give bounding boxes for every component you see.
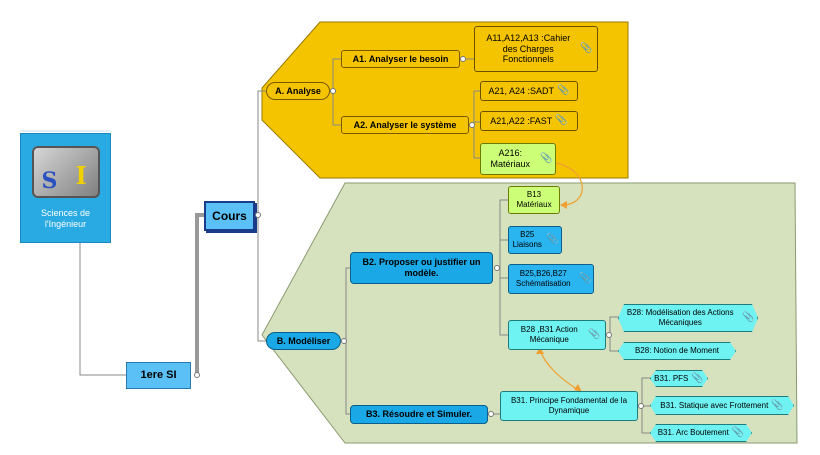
b3-collapse-handle[interactable]	[488, 411, 494, 417]
a2-fast-label: A21,A22 :FAST	[490, 115, 553, 126]
b25-liaisons-label: B25 Liaisons	[512, 230, 542, 249]
b25-schematisation-label: B25,B26,B27 Schématisation	[515, 269, 571, 288]
cours-collapse-handle[interactable]	[255, 212, 261, 218]
paperclip-icon[interactable]: 📎	[557, 85, 570, 96]
a2-sadt-node[interactable]: A21, A24 :SADT 📎	[480, 81, 578, 101]
root-node-1ere-si[interactable]: 1ere SI	[126, 362, 191, 389]
a1-cdcf-node[interactable]: A11,A12,A13 :Cahier des Charges Fonction…	[474, 26, 598, 72]
si-cube-logo-icon: S I	[31, 146, 100, 198]
paperclip-icon[interactable]: 📎	[691, 372, 704, 384]
b28-moment-label: B28: Notion de Moment	[634, 346, 720, 356]
b31-pfs-node[interactable]: B31. PFS 📎	[650, 370, 708, 387]
modeliser-node[interactable]: B. Modéliser	[266, 332, 341, 350]
b28-moment-node[interactable]: B28: Notion de Moment	[618, 342, 736, 360]
arrow-head-b28	[536, 347, 544, 354]
a1-node[interactable]: A1. Analyser le besoin	[341, 50, 460, 68]
a1-collapse-handle[interactable]	[460, 56, 466, 62]
a1-label: A1. Analyser le besoin	[352, 53, 449, 64]
b31-frottement-node[interactable]: B31. Statique avec Frottement 📎	[650, 396, 794, 415]
analyse-node[interactable]: A. Analyse	[266, 82, 330, 100]
si-logo[interactable]: S I Sciences de l'Ingénieur	[20, 133, 111, 243]
paperclip-icon[interactable]: 📎	[580, 43, 593, 54]
root-label: 1ere SI	[140, 368, 177, 381]
arrow-head-pfd	[574, 384, 582, 392]
b13-materiaux-label: B13 Matériaux	[516, 190, 552, 209]
analyse-label: A. Analyse	[275, 85, 321, 96]
b31-pfd-collapse-handle[interactable]	[638, 403, 644, 409]
paperclip-icon[interactable]: 📎	[588, 329, 601, 340]
paperclip-icon[interactable]: 📎	[742, 312, 755, 323]
b25-schematisation-node[interactable]: B25,B26,B27 Schématisation 📎	[508, 264, 594, 294]
a2-sadt-label: A21, A24 :SADT	[488, 85, 555, 96]
b31-pfd-label: B31. Principe Fondamental de la Dynamiqu…	[510, 396, 628, 415]
logo-letter-s: S	[41, 168, 58, 194]
logo-caption: Sciences de l'Ingénieur	[40, 208, 91, 230]
paperclip-icon[interactable]: 📎	[546, 234, 559, 245]
b28-modelisation-label: B28: Modélisation des Actions Mécaniques	[626, 308, 734, 327]
paperclip-icon[interactable]: 📎	[555, 115, 568, 126]
cours-node[interactable]: Cours	[204, 201, 255, 231]
root-collapse-handle[interactable]	[194, 372, 200, 378]
a2-node[interactable]: A2. Analyser le système	[341, 116, 469, 134]
a216-materiaux-node[interactable]: A216: Matériaux 📎	[480, 143, 556, 175]
b31-pfs-label: B31. PFS	[654, 373, 689, 383]
a2-label: A2. Analyser le système	[353, 119, 457, 130]
modeliser-label: B. Modéliser	[276, 335, 331, 346]
paperclip-icon[interactable]: 📎	[771, 399, 784, 411]
b13-materiaux-node[interactable]: B13 Matériaux	[508, 186, 560, 214]
paperclip-icon[interactable]: 📎	[731, 427, 745, 438]
logo-letter-i: I	[75, 161, 87, 190]
modeliser-collapse-handle[interactable]	[341, 338, 347, 344]
b31-arc-boutement-label: B31. Arc Boutement	[657, 428, 729, 438]
b2-label: B2. Proposer ou justifier un modèle.	[362, 257, 481, 278]
analyse-collapse-handle[interactable]	[330, 88, 336, 94]
paperclip-icon[interactable]: 📎	[579, 273, 592, 284]
a2-fast-node[interactable]: A21,A22 :FAST 📎	[480, 111, 578, 131]
b28-action-mecanique-label: B28 ,B31 Action Mécanique	[520, 325, 578, 344]
b3-label: B3. Résoudre et Simuler.	[365, 409, 473, 420]
b31-pfd-node[interactable]: B31. Principe Fondamental de la Dynamiqu…	[500, 391, 638, 421]
b28-action-mecanique-node[interactable]: B28 ,B31 Action Mécanique 📎	[508, 320, 606, 350]
b28-collapse-handle[interactable]	[606, 332, 612, 338]
paperclip-icon[interactable]: 📎	[540, 153, 553, 164]
b2-collapse-handle[interactable]	[494, 265, 500, 271]
b3-node[interactable]: B3. Résoudre et Simuler.	[350, 405, 488, 424]
a216-materiaux-label: A216: Matériaux	[490, 148, 531, 169]
b25-liaisons-node[interactable]: B25 Liaisons 📎	[508, 226, 562, 254]
a1-cdcf-label: A11,A12,A13 :Cahier des Charges Fonction…	[486, 32, 571, 65]
a2-collapse-handle[interactable]	[469, 122, 475, 128]
b28-modelisation-node[interactable]: B28: Modélisation des Actions Mécaniques…	[618, 304, 758, 332]
b2-node[interactable]: B2. Proposer ou justifier un modèle.	[350, 252, 493, 284]
arrow-head-b13	[560, 201, 567, 209]
b31-arc-boutement-node[interactable]: B31. Arc Boutement 📎	[650, 424, 752, 442]
cours-label: Cours	[212, 208, 247, 223]
b31-frottement-label: B31. Statique avec Frottement	[660, 400, 769, 410]
